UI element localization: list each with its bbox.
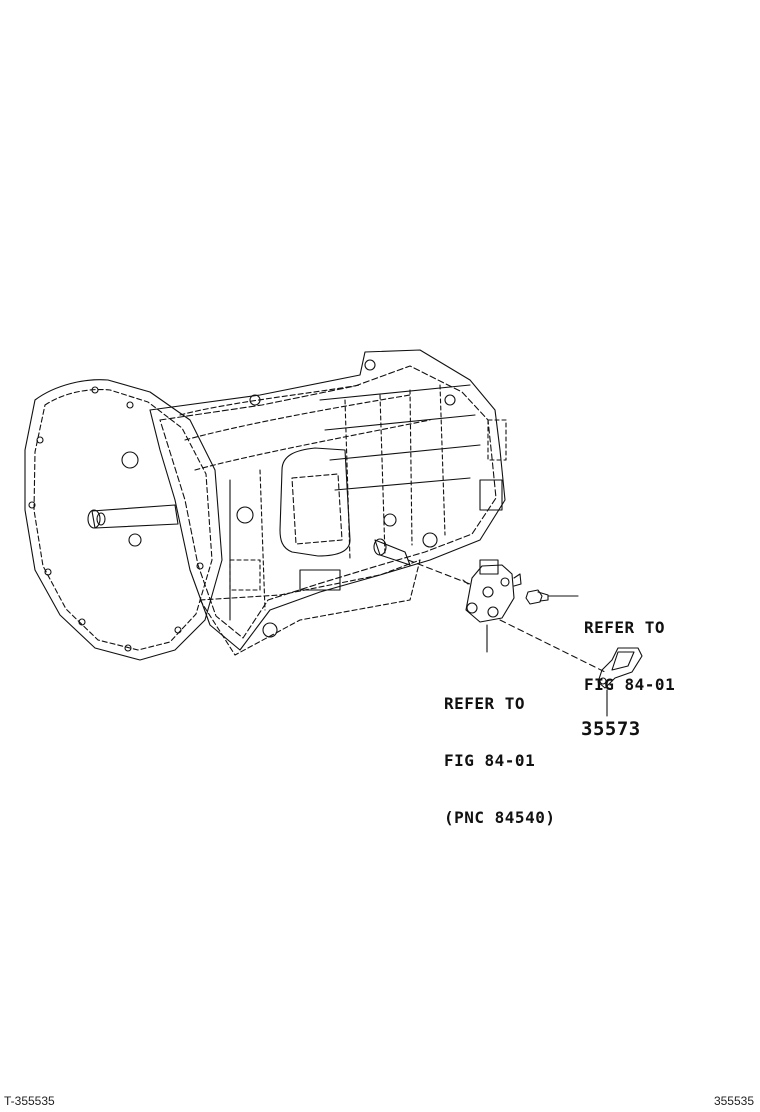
switch-refer-callout: REFER TO FIG 84-01 (PNC 84540) <box>444 656 555 865</box>
bolt-refer-line2: FIG 84-01 <box>584 675 676 694</box>
switch-refer-line1: REFER TO <box>444 694 526 713</box>
footer-right-code: 355535 <box>713 1094 754 1108</box>
switch-refer-line2: FIG 84-01 <box>444 751 536 770</box>
bell-housing <box>24 379 223 661</box>
switch-refer-line3: (PNC 84540) <box>444 808 556 827</box>
transmission-case <box>121 349 507 656</box>
footer-left-code: T-355535 <box>4 1094 55 1108</box>
bracket-part-number: 35573 <box>581 718 641 740</box>
bolt-refer-callout: REFER TO FIG 84-01 <box>584 580 675 732</box>
input-shaft <box>87 504 179 529</box>
leader-lines <box>407 559 606 673</box>
callout-lines <box>486 595 608 717</box>
neutral-start-switch <box>462 559 522 623</box>
bolt <box>525 589 549 605</box>
bolt-refer-line1: REFER TO <box>584 618 666 637</box>
bracket <box>597 647 643 689</box>
